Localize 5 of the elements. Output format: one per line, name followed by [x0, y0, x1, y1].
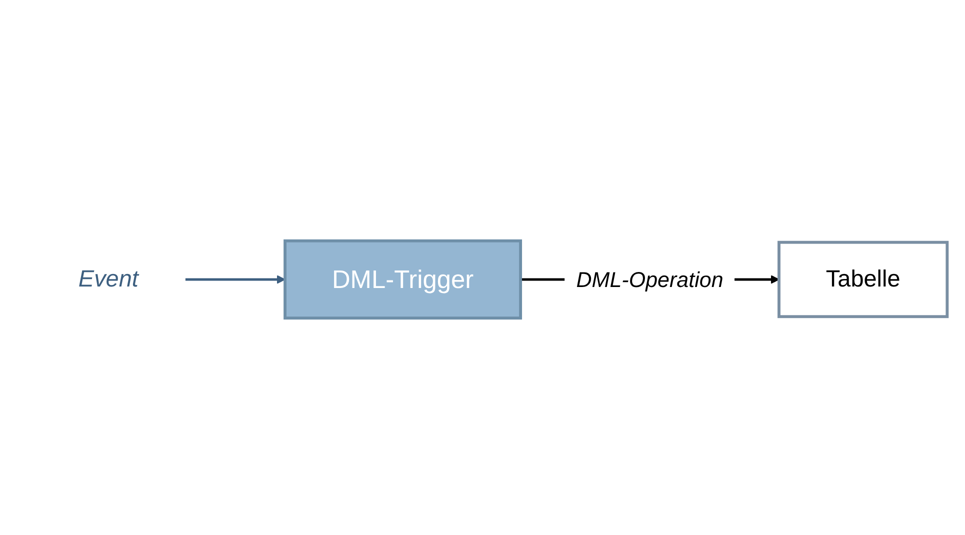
arrow — [185, 275, 286, 284]
node-text: Event — [78, 266, 138, 292]
edge-label: DML-Operation — [576, 267, 724, 292]
node-box: Tabelle — [778, 240, 949, 318]
node-box: DML-Trigger — [284, 239, 522, 320]
